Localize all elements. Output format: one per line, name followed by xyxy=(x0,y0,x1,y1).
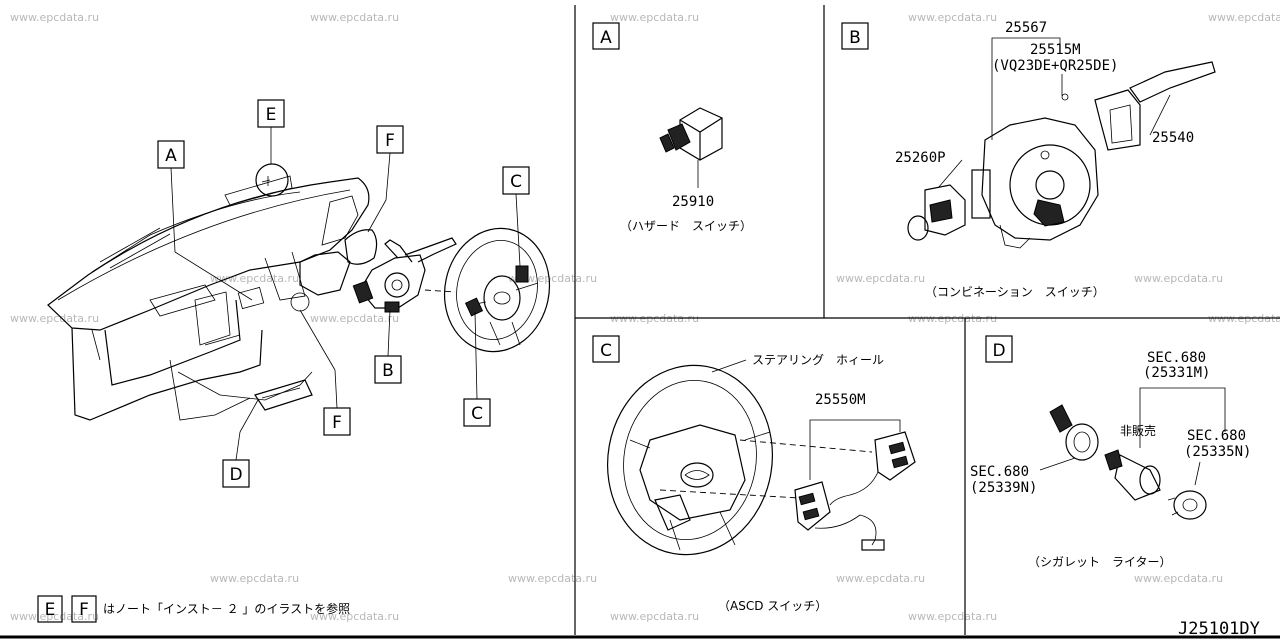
hazard-switch-drawing xyxy=(659,107,723,188)
watermark: www.epcdata.ru xyxy=(210,572,299,585)
watermark: www.epcdata.ru xyxy=(610,11,699,24)
not-for-sale-label: 非販売 xyxy=(1120,423,1156,438)
sec-680-right: SEC.680 xyxy=(1187,428,1246,444)
svg-text:C: C xyxy=(471,404,483,424)
combination-switch-drawing xyxy=(352,237,457,313)
sec-680-top: SEC.680 xyxy=(1147,350,1206,366)
svg-text:F: F xyxy=(385,131,395,151)
part-number-25540: 25540 xyxy=(1152,130,1194,146)
watermark: www.epcdata.ru xyxy=(210,272,299,285)
engine-variant: (VQ23DE+QR25DE) xyxy=(992,58,1118,74)
svg-text:F: F xyxy=(79,600,89,620)
watermark: www.epcdata.ru xyxy=(10,610,99,623)
panel-dividers xyxy=(0,5,1280,639)
watermark: www.epcdata.ru xyxy=(908,610,997,623)
part-number-25515m: 25515M xyxy=(1030,42,1081,58)
part-number-25910: 25910 xyxy=(672,194,714,210)
panel-b-caption: （コンビネーション スイッチ） xyxy=(925,285,1105,299)
callout-f-top: F xyxy=(367,125,404,233)
watermark: www.epcdata.ru xyxy=(508,572,597,585)
panel-c-caption: （ASCD スイッチ） xyxy=(718,599,827,613)
svg-text:A: A xyxy=(600,28,612,48)
svg-text:E: E xyxy=(266,105,277,125)
part-number-25260p: 25260P xyxy=(895,150,946,166)
watermark: www.epcdata.ru xyxy=(1134,272,1223,285)
svg-text:D: D xyxy=(992,341,1005,361)
combination-switch-detail-drawing xyxy=(907,37,1216,249)
watermark: www.epcdata.ru xyxy=(610,610,699,623)
part-number-25550m: 25550M xyxy=(815,392,866,408)
panel-d-tag: D xyxy=(985,335,1013,363)
panel-a: A 25910 （ハザード スイッチ） xyxy=(592,22,752,233)
svg-text:D: D xyxy=(229,465,242,485)
callout-c-bottom: C xyxy=(463,311,491,427)
panel-d-caption: （シガレット ライター） xyxy=(1028,555,1172,569)
panel-a-tag: A xyxy=(592,22,620,50)
callout-b: B xyxy=(374,309,402,384)
steering-wheel-drawing xyxy=(443,227,551,353)
part-number-25339n: (25339N) xyxy=(970,480,1037,496)
callout-f-bottom: F xyxy=(299,309,351,436)
panel-b: B 25567 25515M (VQ23DE+QR25DE) 25260P 25… xyxy=(841,20,1216,299)
callout-c-top: C xyxy=(502,166,530,267)
panel-c: C ステアリング ホィール 25550M xyxy=(592,335,916,613)
svg-text:C: C xyxy=(510,172,522,192)
panel-c-tag: C xyxy=(592,335,620,363)
callout-e: E xyxy=(257,99,285,164)
panel-b-tag: B xyxy=(841,22,869,50)
cigarette-lighter-drawing xyxy=(1039,387,1226,520)
watermark: www.epcdata.ru xyxy=(310,312,399,325)
watermark: www.epcdata.ru xyxy=(310,11,399,24)
svg-text:B: B xyxy=(382,361,394,381)
watermarks: www.epcdata.ru www.epcdata.ru www.epcdat… xyxy=(10,11,1280,623)
watermark: www.epcdata.ru xyxy=(836,572,925,585)
instrument-panel-overview: A E F C B F xyxy=(47,99,551,488)
note-text: はノート「インスト－ ２ 」のイラストを参照 xyxy=(103,601,350,616)
panel-d: D SEC.680 (25331M) 非販売 SEC.680 (25335N) … xyxy=(970,335,1251,569)
svg-text:A: A xyxy=(165,146,177,166)
part-number-25331m: (25331M) xyxy=(1143,365,1210,381)
watermark: www.epcdata.ru xyxy=(1134,572,1223,585)
sec-680-left: SEC.680 xyxy=(970,464,1029,480)
watermark: www.epcdata.ru xyxy=(310,610,399,623)
panel-a-caption: （ハザード スイッチ） xyxy=(620,219,752,233)
svg-text:E: E xyxy=(45,600,56,620)
svg-text:C: C xyxy=(600,341,612,361)
callout-d: D xyxy=(222,399,259,488)
watermark: www.epcdata.ru xyxy=(908,11,997,24)
callout-a: A xyxy=(157,140,253,301)
watermark: www.epcdata.ru xyxy=(836,272,925,285)
watermark: www.epcdata.ru xyxy=(1208,11,1280,24)
part-number-25335n: (25335N) xyxy=(1184,444,1251,460)
reference-note: E F xyxy=(37,595,97,623)
part-number-25567: 25567 xyxy=(1005,20,1047,36)
dashboard-drawing xyxy=(47,163,378,421)
steering-wheel-label: ステアリング ホィール xyxy=(752,353,884,367)
svg-text:B: B xyxy=(849,28,861,48)
svg-text:F: F xyxy=(332,413,342,433)
steering-wheel-detail-drawing xyxy=(606,364,916,556)
diagram-code: J25101DY xyxy=(1178,619,1260,639)
watermark: www.epcdata.ru xyxy=(10,312,99,325)
watermark: www.epcdata.ru xyxy=(10,11,99,24)
